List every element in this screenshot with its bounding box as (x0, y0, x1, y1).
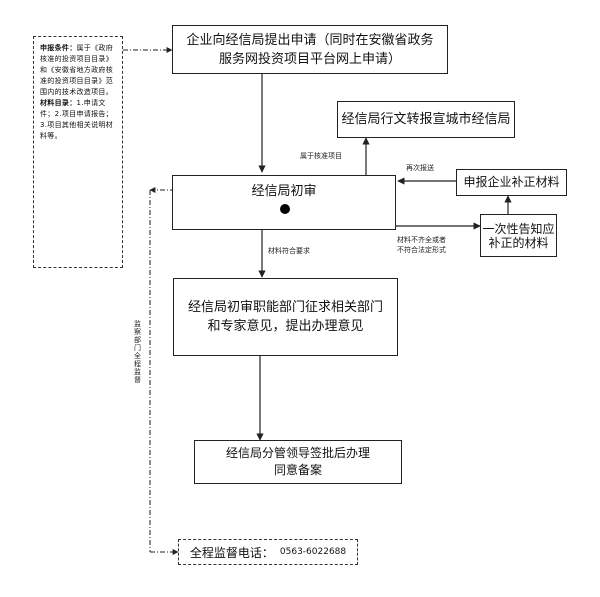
hotline-label: 全程监督电话： (189, 545, 274, 560)
cond-text: 属于《政府核准的投资项目目录》和《安徽省地方政府核准的投资项目目录》范围内的技术… (40, 44, 113, 96)
label-supervision: 监察部门全程监督 (134, 320, 141, 384)
initial-text: 经信局初审 (251, 184, 317, 199)
label-approval-items: 属于核准项目 (300, 152, 342, 160)
mat-text: 1.申请文件；2.项目申请报告；3.项目其他相关说明材料等。 (40, 99, 113, 140)
hotline-box: 全程监督电话： 0563-6022688 (178, 539, 358, 565)
marker-dot (280, 204, 290, 214)
apply-box: 企业向经信局提出申请（同时在安徽省政务服务网投资项目平台网上申请） (172, 25, 448, 74)
mat-label: 材料目录： (40, 99, 77, 107)
approve-line2: 同意备案 (273, 463, 322, 477)
consult-box: 经信局初审职能部门征求相关部门和专家意见，提出办理意见 (173, 278, 398, 356)
side-note: 申报条件：属于《政府核准的投资项目目录》和《安徽省地方政府核准的投资项目目录》范… (33, 36, 123, 268)
notify-box: 一次性告知应补正的材料 (480, 214, 557, 257)
consult-text: 经信局初审职能部门征求相关部门和专家意见，提出办理意见 (187, 300, 383, 334)
notify-text: 一次性告知应补正的材料 (482, 221, 555, 250)
label-complete: 材料符合要求 (268, 247, 310, 255)
forward-text: 经信局行文转报宣城市经信局 (341, 112, 511, 127)
apply-text: 企业向经信局提出申请（同时在安徽省政务服务网投资项目平台网上申请） (186, 32, 434, 67)
cond-label: 申报条件： (40, 44, 77, 52)
label-incomplete-2: 不符合法定形式 (397, 246, 446, 254)
supplement-box: 申报企业补正材料 (456, 169, 567, 196)
forward-box: 经信局行文转报宣城市经信局 (337, 101, 515, 138)
hotline-number: 0563-6022688 (279, 547, 347, 557)
supplement-text: 申报企业补正材料 (463, 175, 560, 189)
approve-box: 经信局分管领导签批后办理 同意备案 (194, 440, 402, 484)
approve-line1: 经信局分管领导签批后办理 (225, 446, 370, 460)
label-incomplete-1: 材料不齐全或者 (397, 236, 446, 244)
label-resubmit: 再次报送 (406, 164, 434, 172)
initial-review-box: 经信局初审 (172, 175, 396, 230)
